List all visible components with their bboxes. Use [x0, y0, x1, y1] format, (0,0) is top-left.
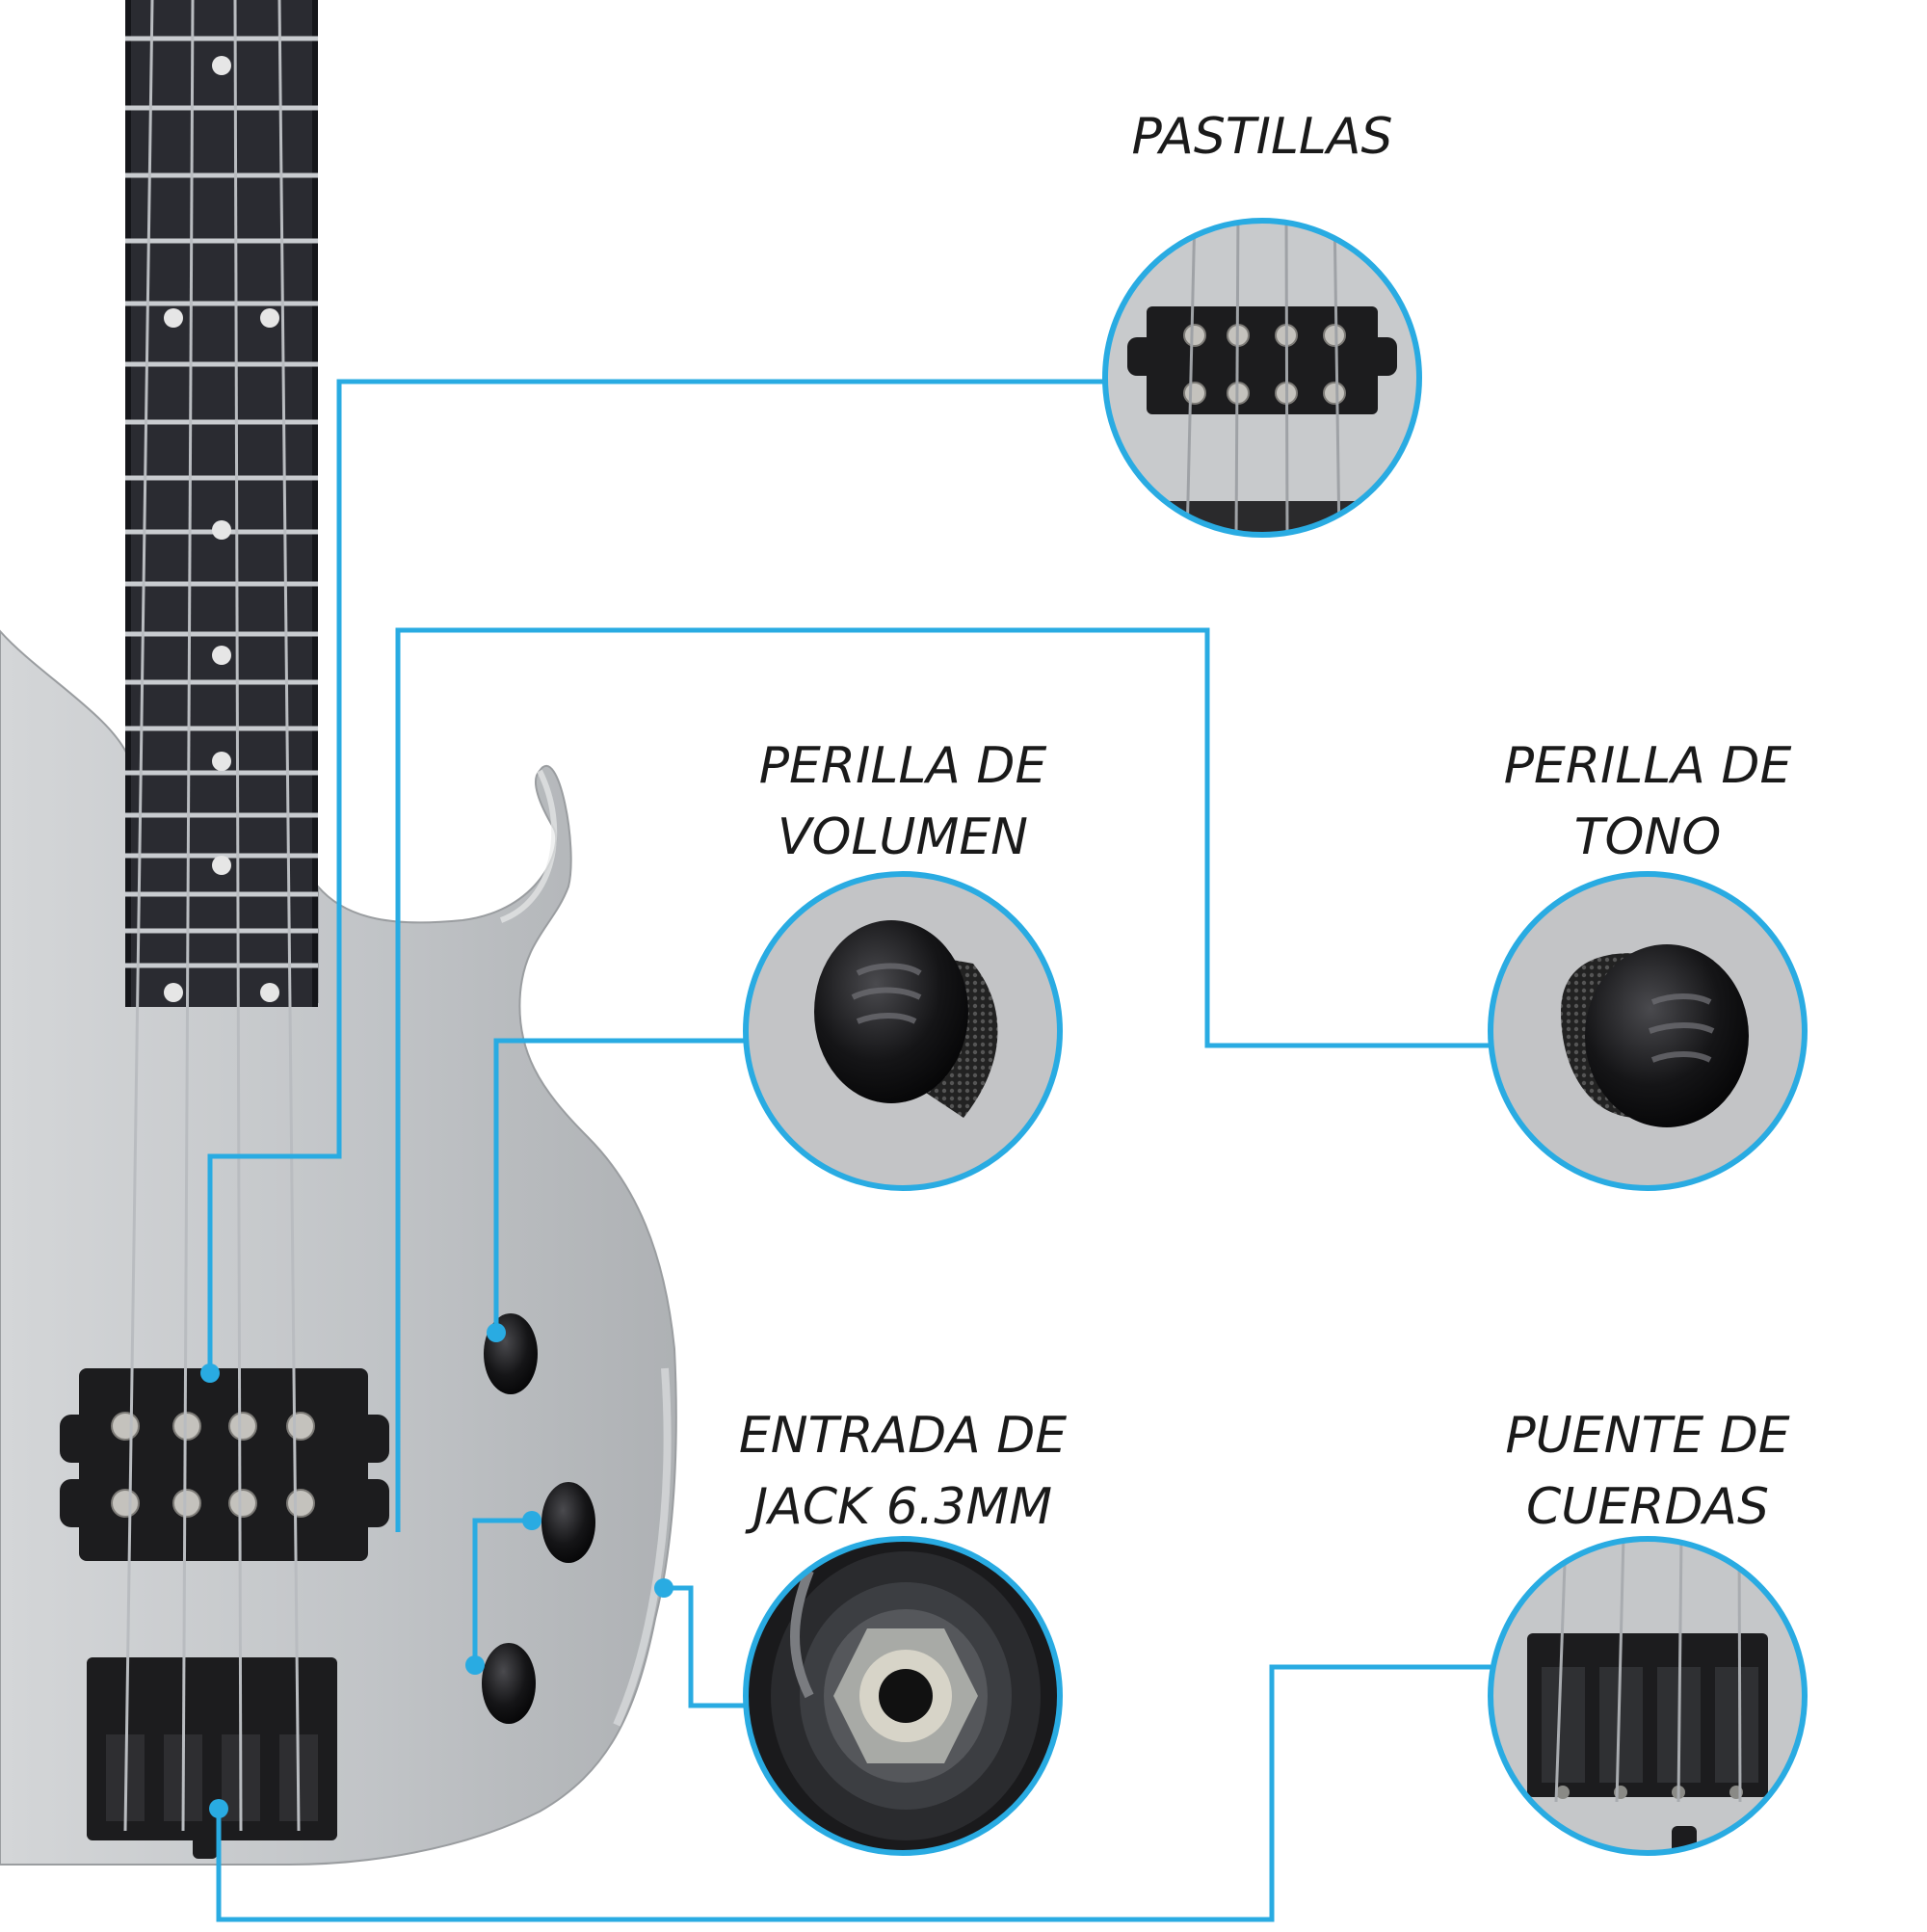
label-perilla-tono-line-2: TONO — [1573, 808, 1722, 866]
label-pastillas: PASTILLAS — [1069, 101, 1455, 172]
detail-pickups — [1102, 218, 1422, 538]
detail-bridge — [1488, 1536, 1808, 1856]
knob-third — [482, 1643, 536, 1724]
detail-volume-knob — [743, 871, 1063, 1191]
detail-tone-knob — [1488, 871, 1808, 1191]
label-entrada-jack-line-2: JACK 6.3MM — [752, 1478, 1053, 1536]
label-perilla-volumen-line-2: VOLUMEN — [777, 808, 1029, 866]
label-perilla-volumen-line-1: PERILLA DE — [758, 737, 1047, 795]
frets — [125, 36, 318, 968]
label-pastillas-line-1: PASTILLAS — [1131, 108, 1393, 166]
label-perilla-volumen: PERILLA DE VOLUMEN — [710, 730, 1095, 873]
detail-jack-input — [743, 1536, 1063, 1856]
connector-dots — [200, 1323, 673, 1818]
label-entrada-jack: ENTRADA DE JACK 6.3MM — [710, 1400, 1095, 1543]
strings — [123, 0, 301, 1832]
label-entrada-jack-line-1: ENTRADA DE — [738, 1407, 1068, 1465]
fret-markers — [164, 56, 279, 1002]
label-puente-cuerdas: PUENTE DE CUERDAS — [1455, 1400, 1840, 1543]
knob-tone — [541, 1482, 595, 1563]
label-puente-cuerdas-line-1: PUENTE DE — [1505, 1407, 1790, 1465]
connector-lines — [207, 379, 1491, 1922]
label-perilla-tono-line-1: PERILLA DE — [1503, 737, 1792, 795]
label-perilla-tono: PERILLA DE TONO — [1455, 730, 1840, 873]
pickup — [60, 1368, 389, 1561]
label-puente-cuerdas-line-2: CUERDAS — [1526, 1478, 1769, 1536]
